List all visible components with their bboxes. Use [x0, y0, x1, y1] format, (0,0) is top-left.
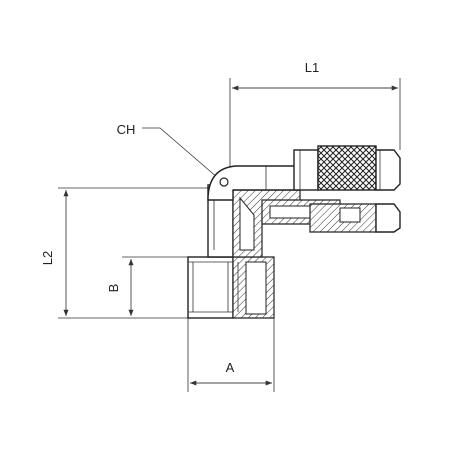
- nut-end-cap: [375, 149, 401, 191]
- elbow-head: [207, 165, 301, 201]
- threaded-base: [187, 256, 234, 319]
- dimension-b: B: [106, 256, 190, 316]
- dimension-ch: CH: [117, 122, 219, 179]
- label-l1: L1: [305, 60, 319, 75]
- label-ch: CH: [117, 122, 136, 137]
- label-a: A: [226, 360, 235, 375]
- label-b: B: [106, 284, 121, 293]
- knurled-nut: [317, 145, 377, 191]
- label-l2: L2: [40, 251, 55, 265]
- collar: [293, 149, 319, 191]
- dimension-l1: L1: [229, 60, 401, 182]
- dimension-a: A: [187, 318, 275, 392]
- dimension-l2: L2: [40, 187, 236, 319]
- fitting-body: [187, 145, 401, 319]
- nut-lower-cap: [375, 203, 401, 233]
- hex-socket-icon: [219, 177, 229, 187]
